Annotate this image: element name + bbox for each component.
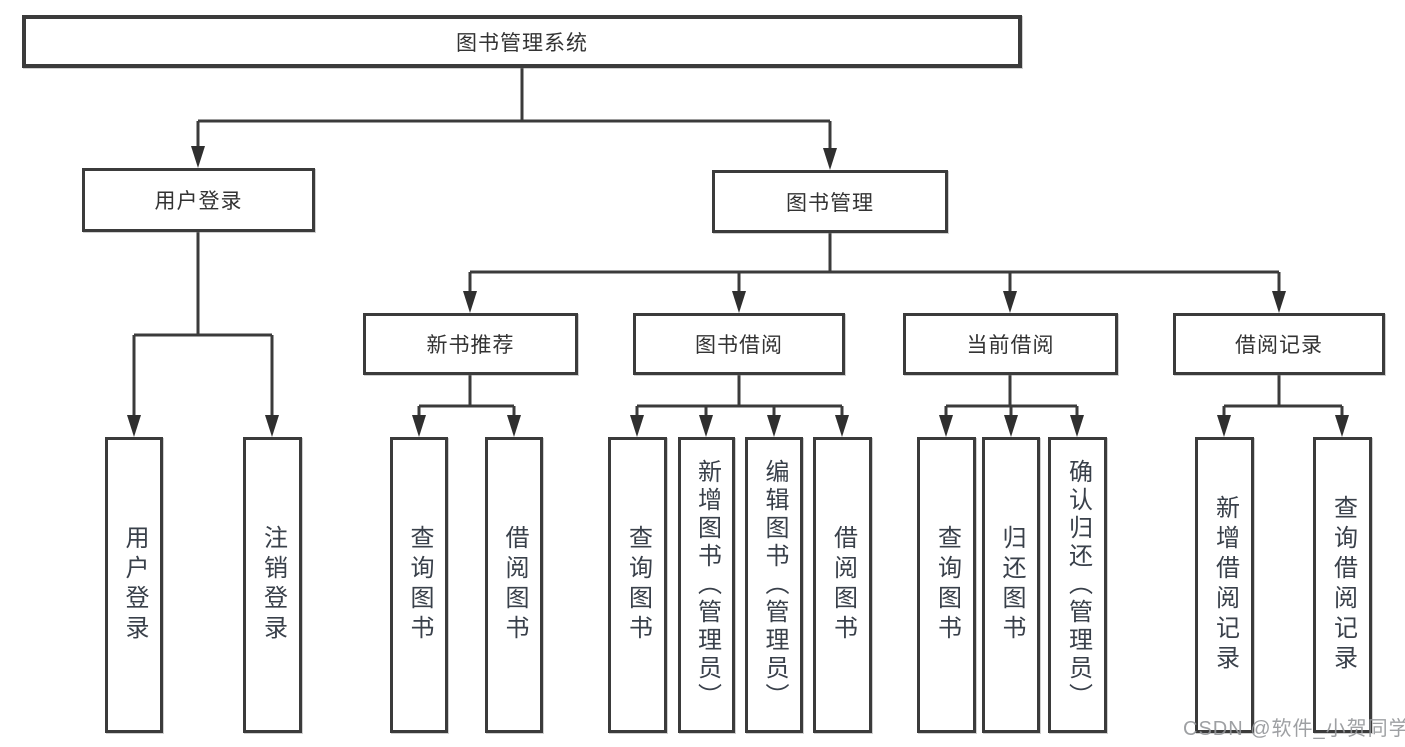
node-borrow-records: 借阅记录: [1173, 313, 1385, 375]
leaf-query-books-borrow: 查询图书: [608, 437, 667, 733]
leaf-add-books-admin: 新增图书（管理员）: [678, 437, 735, 733]
leaf-edit-books-admin: 编辑图书（管理员）: [745, 437, 803, 733]
leaf-return-books: 归还图书: [982, 437, 1040, 733]
leaf-query-borrow-record: 查询借阅记录: [1313, 437, 1372, 733]
leaf-logout: 注销登录: [243, 437, 302, 733]
csdn-watermark: CSDN @软件_小贺同学: [1183, 718, 1405, 740]
node-book-management: 图书管理: [712, 170, 948, 233]
leaf-add-borrow-record: 新增借阅记录: [1195, 437, 1254, 733]
node-user-login: 用户登录: [82, 168, 315, 232]
leaf-borrow-books-recommend: 借阅图书: [485, 437, 543, 733]
leaf-user-login: 用户登录: [105, 437, 163, 733]
leaf-query-books-current: 查询图书: [917, 437, 976, 733]
node-book-management-system: 图书管理系统: [22, 15, 1022, 68]
node-book-borrow: 图书借阅: [633, 313, 845, 375]
node-new-book-recommend: 新书推荐: [363, 313, 578, 375]
leaf-query-books-recommend: 查询图书: [390, 437, 448, 733]
leaf-confirm-return-admin: 确认归还（管理员）: [1048, 437, 1107, 733]
node-current-borrow: 当前借阅: [903, 313, 1118, 375]
leaf-borrow-books: 借阅图书: [813, 437, 872, 733]
